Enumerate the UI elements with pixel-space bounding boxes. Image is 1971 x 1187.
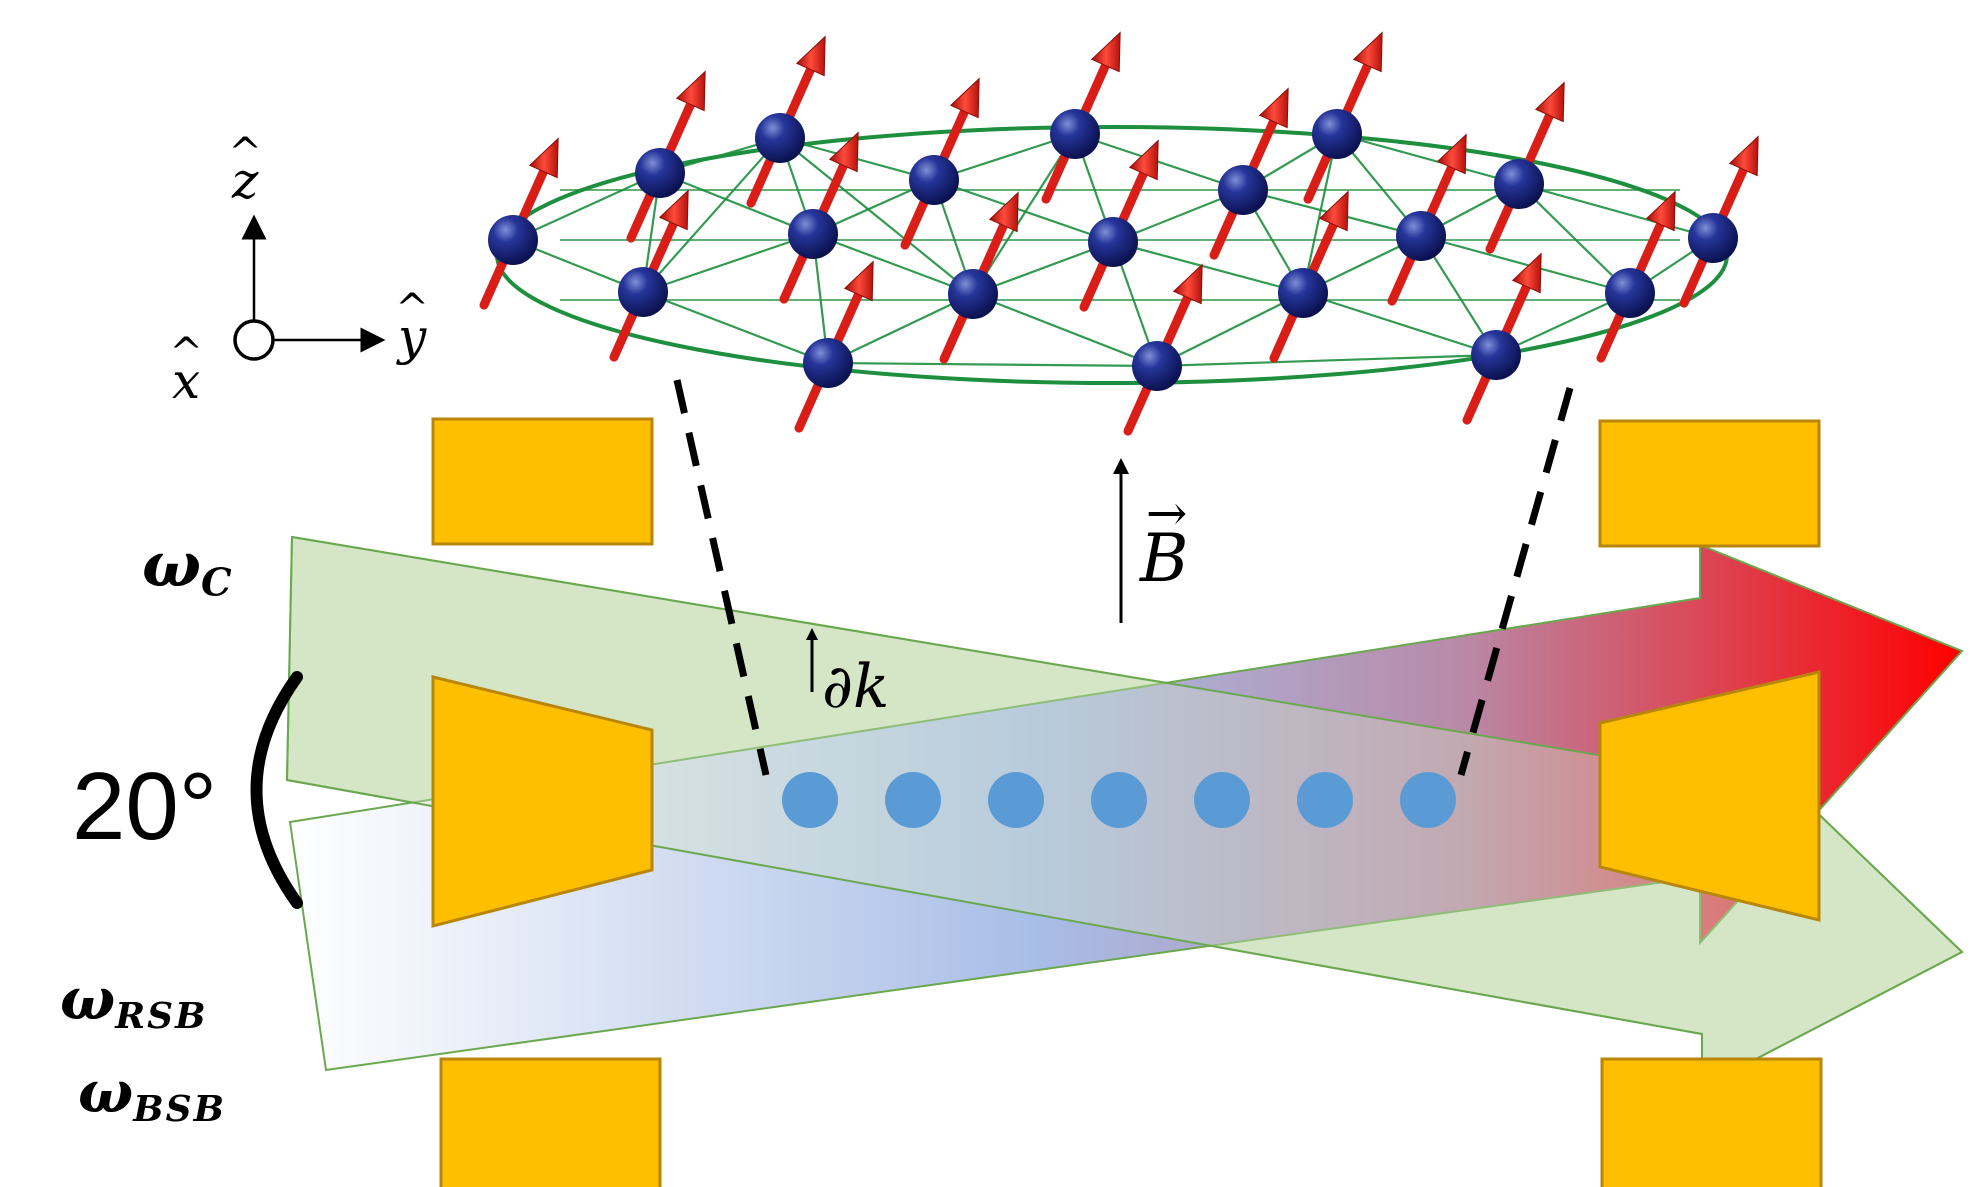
spin-lattice <box>479 31 1759 436</box>
chain-ion <box>885 772 941 828</box>
gradient-arrow <box>806 628 818 692</box>
spin-ion <box>1485 81 1565 254</box>
field-arrow <box>1113 458 1129 623</box>
chain-ion <box>782 772 838 828</box>
electrode-trapezoid-right <box>1598 670 1821 922</box>
ion-chain <box>782 772 1456 828</box>
spin-ion <box>1209 87 1289 260</box>
spin-ion <box>900 77 980 250</box>
spin-ion <box>609 189 689 362</box>
projection-line-right <box>1457 387 1574 776</box>
spin-ion <box>746 35 826 208</box>
spin-ion <box>1679 135 1759 308</box>
spin-ion <box>1303 31 1383 204</box>
electrode-bottom-left <box>439 1057 662 1187</box>
angle-label: 20° <box>72 753 218 860</box>
chain-ion <box>988 772 1044 828</box>
gradient-label: ∂k <box>822 652 890 722</box>
spin-ion <box>479 137 559 310</box>
spin-ion <box>1387 133 1467 306</box>
x-axis-label: x <box>172 352 200 410</box>
chain-ion <box>1091 772 1147 828</box>
spin-ion <box>939 191 1019 364</box>
z-axis-label: z <box>232 152 258 210</box>
projection-line-left <box>673 379 770 776</box>
electrode-top-left <box>431 417 654 546</box>
spin-ion <box>1123 263 1203 436</box>
electrode-trapezoid-left <box>431 675 654 928</box>
spin-ion <box>779 131 859 304</box>
chain-ion <box>1400 772 1456 828</box>
x-axis-out-of-page-icon <box>233 319 275 361</box>
spin-ion <box>1079 139 1159 312</box>
chain-ion <box>1194 772 1250 828</box>
angle-arc <box>250 671 303 909</box>
electrode-top-right <box>1598 419 1821 548</box>
field-label: B <box>1140 520 1189 597</box>
electrode-bottom-right <box>1600 1057 1823 1187</box>
beam-bsb-label: ωBSB <box>78 1058 226 1130</box>
coordinate-axes <box>233 214 386 361</box>
spin-ion <box>794 260 874 433</box>
beam-c-label: ωC <box>142 528 234 606</box>
y-axis-label: y <box>398 308 426 366</box>
beam-rsb-label: ωRSB <box>60 965 208 1037</box>
spin-ion <box>1462 252 1542 425</box>
spin-ion <box>1596 190 1676 363</box>
spin-ion <box>626 70 706 243</box>
spin-ion <box>1269 190 1349 363</box>
chain-ion <box>1297 772 1353 828</box>
spin-ion <box>1041 31 1121 204</box>
